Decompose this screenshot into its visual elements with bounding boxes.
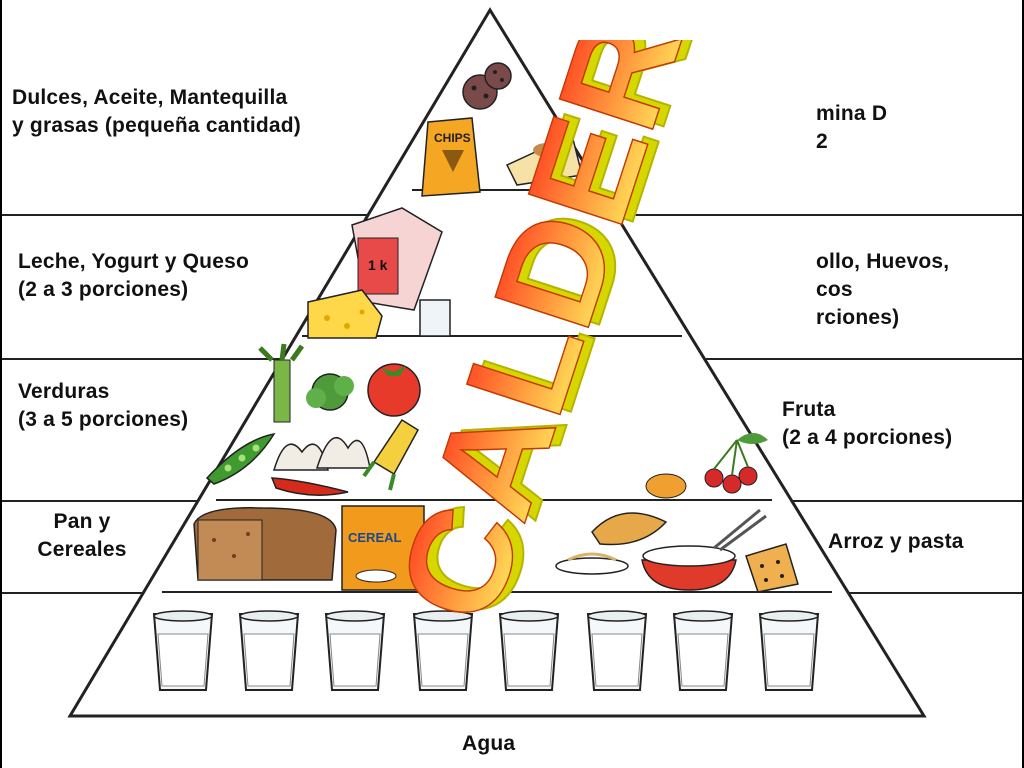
leek-icon — [258, 343, 305, 423]
water-glasses — [152, 610, 820, 691]
cracker-icon — [745, 543, 799, 593]
wordart-title: CALDERAK CALDERAK — [402, 40, 792, 640]
broccoli-icon — [306, 373, 354, 411]
bread-icon — [193, 507, 337, 581]
label-bread-cereal: Pan y Cereales — [37, 510, 127, 561]
wordart-text: CALDERAK — [402, 40, 780, 640]
label-water: Agua — [462, 732, 516, 755]
water-glass-icon — [324, 610, 386, 691]
glass-icon — [419, 299, 451, 337]
corn-icon — [362, 418, 419, 491]
label-dairy: Leche, Yogurt y Queso (2 a 3 porciones) — [18, 250, 249, 301]
garlic-icon — [272, 437, 371, 471]
chips-label: CHIPS — [434, 131, 471, 145]
chips-bag-icon: CHIPS — [421, 117, 481, 197]
water-glass-icon — [498, 610, 560, 691]
cheese-icon — [307, 289, 383, 339]
label-fruit: Fruta (2 a 4 porciones) — [782, 398, 953, 449]
label-sweets: Dulces, Aceite, Mantequilla y grasas (pe… — [12, 86, 301, 137]
cookies-icon — [462, 62, 512, 110]
water-glass-icon — [672, 610, 734, 691]
croissant-icon — [591, 512, 668, 546]
milk-carton-icon: 1 k — [351, 207, 443, 311]
rice-bowl-icon — [641, 508, 767, 591]
cherries-icon — [704, 433, 768, 494]
pasta-plate-icon — [555, 552, 629, 575]
pie-icon — [505, 133, 583, 186]
milk-label: 1 k — [368, 257, 388, 273]
water-glass-icon — [586, 610, 648, 691]
water-glass-icon — [238, 610, 300, 691]
water-glass-icon — [412, 610, 474, 691]
cereal-label: CEREAL — [348, 530, 402, 545]
label-protein-partial-top: mina D 2 — [816, 102, 888, 153]
label-vegetables: Verduras (3 a 5 porciones) — [18, 380, 189, 431]
water-glass-icon — [152, 610, 214, 691]
peach-icon — [645, 473, 687, 499]
label-protein: ollo, Huevos, cos rciones) — [816, 250, 950, 329]
peas-icon — [205, 432, 276, 485]
chili-pepper-icon — [270, 477, 349, 496]
tomato-icon — [367, 363, 421, 417]
cereal-box-icon: CEREAL — [341, 505, 425, 591]
label-rice-pasta: Arroz y pasta — [828, 530, 964, 553]
water-glass-icon — [758, 610, 820, 691]
